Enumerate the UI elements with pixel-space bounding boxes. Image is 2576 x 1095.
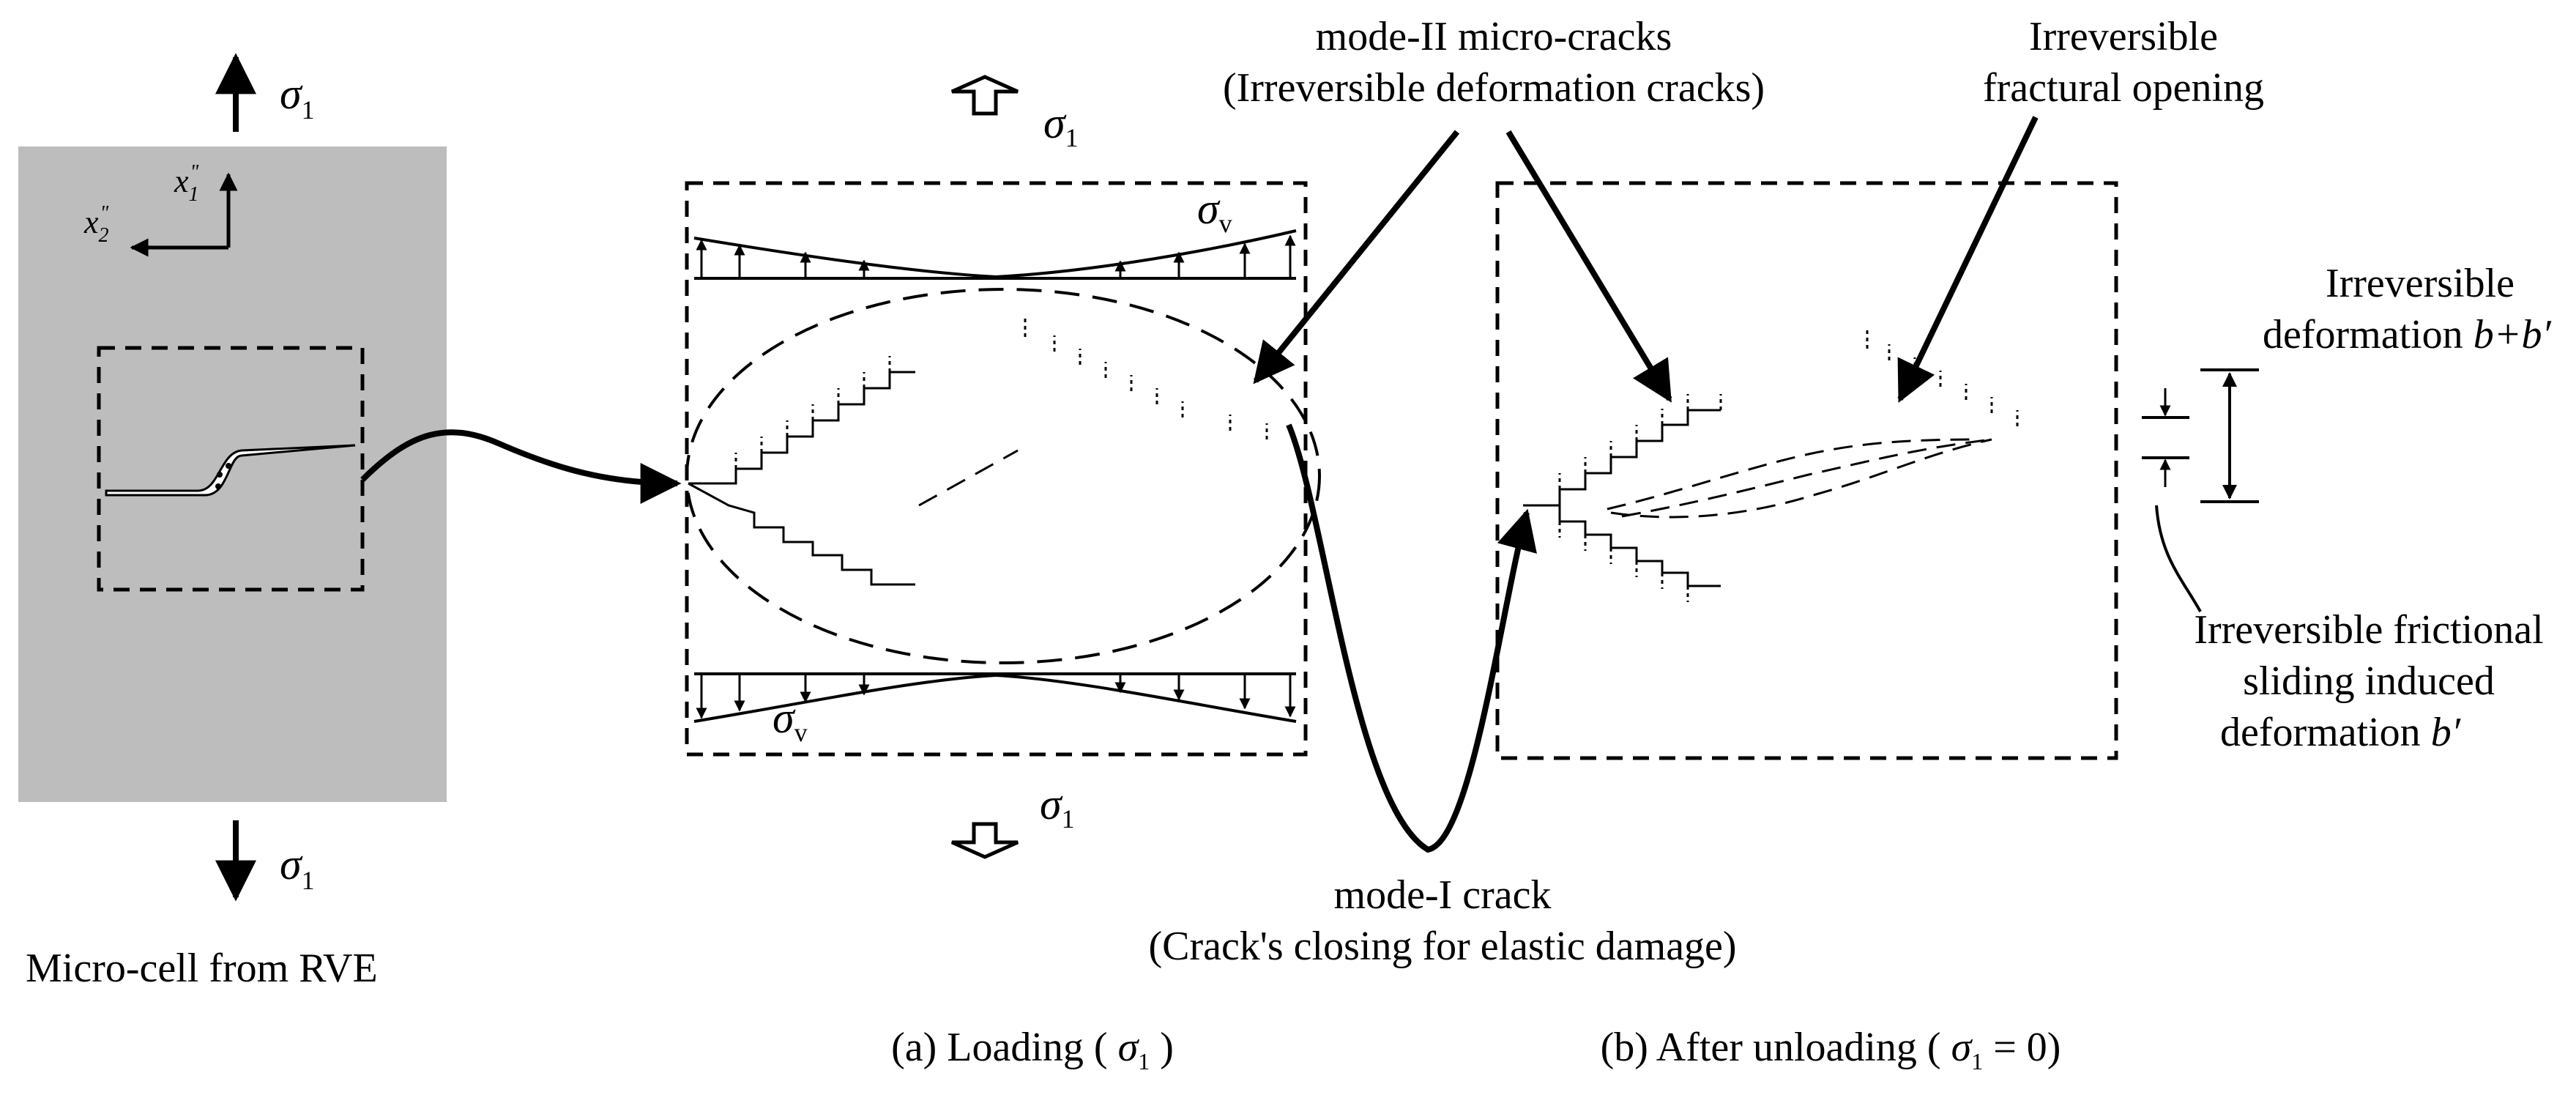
top-sigma-symbol: σ bbox=[280, 70, 303, 118]
irr-deformation-line2: deformation bbox=[2263, 312, 2473, 357]
svg-text:σ1: σ1 bbox=[280, 70, 315, 125]
mode1-label-line2: (Crack's closing for elastic damage) bbox=[1148, 924, 1736, 969]
unloaded-stepped-crack bbox=[1523, 327, 2019, 602]
panel-loading: σ1 σ1 σv bbox=[685, 75, 1321, 859]
svg-text:(b) After unloading ( σ1 = 0): (b) After unloading ( σ1 = 0) bbox=[1601, 1025, 2061, 1074]
loading-box bbox=[685, 181, 1308, 757]
mode1-label-line1: mode-I crack bbox=[1334, 872, 1552, 918]
mode2-label-line1: mode-II micro-cracks bbox=[1316, 14, 1672, 59]
friction-label-line1: Irreversible frictional bbox=[2194, 607, 2543, 653]
loading-top-sigma-sub: 1 bbox=[1065, 123, 1079, 152]
axis-x2-sup: " bbox=[100, 202, 109, 225]
svg-text:σv: σv bbox=[1197, 185, 1232, 238]
micro-cell-caption: Micro-cell from RVE bbox=[26, 946, 378, 991]
friction-label-line2: sliding induced bbox=[2243, 658, 2495, 704]
micro-cell-panel: σ1 σ1 x1" x2" Micro-cell from RVE bbox=[18, 53, 682, 991]
loading-top-sigma: σ bbox=[1043, 99, 1067, 147]
bottom-sigma-symbol: σ bbox=[280, 840, 303, 888]
bottom-stress-distribution bbox=[693, 672, 1297, 723]
loading-bottom-sigma-v: σ bbox=[773, 694, 796, 742]
svg-text:(a) Loading ( σ1 ): (a) Loading ( σ1 ) bbox=[891, 1025, 1174, 1074]
opening-label-line2: fractural opening bbox=[1983, 65, 2264, 111]
axis-x2-label: x bbox=[83, 204, 99, 240]
unloaded-box bbox=[1495, 181, 2118, 760]
friction-label-var: b′ bbox=[2431, 710, 2461, 755]
svg-text:deformation b+b′: deformation b+b′ bbox=[2263, 312, 2551, 357]
opening-arrow bbox=[1897, 116, 2039, 404]
svg-text:σv: σv bbox=[773, 694, 808, 747]
loading-stepped-crack bbox=[688, 315, 1268, 586]
loading-top-sigma-v: σ bbox=[1197, 185, 1221, 233]
caption-a-sigma: σ bbox=[1118, 1025, 1140, 1070]
micro-cell-window bbox=[97, 346, 365, 592]
loading-bottom-sigma-sub: 1 bbox=[1062, 804, 1075, 834]
zoom-connector-arrow bbox=[360, 429, 682, 504]
mode2-arrow-to-loading bbox=[1253, 130, 1460, 385]
loading-bottom-sigma-v-sub: v bbox=[794, 718, 808, 747]
friction-label-line3: deformation bbox=[2220, 710, 2431, 755]
opening-label-line1: Irreversible bbox=[2029, 14, 2218, 59]
bottom-sigma-sub: 1 bbox=[302, 866, 315, 895]
axis-x1-label: x bbox=[174, 163, 189, 199]
loading-bottom-sigma: σ bbox=[1040, 780, 1063, 828]
top-sigma-sub: 1 bbox=[302, 95, 315, 125]
caption-a-sub: 1 bbox=[1138, 1048, 1150, 1074]
svg-text:σ1: σ1 bbox=[280, 840, 315, 895]
caption-b-sigma: σ bbox=[1951, 1025, 1973, 1070]
caption-b-prefix: (b) After unloading ( bbox=[1601, 1025, 1951, 1070]
callout-arrows bbox=[1253, 116, 2039, 853]
mode1-crack-ellipse bbox=[685, 288, 1321, 664]
micro-cell-rect bbox=[18, 146, 447, 802]
svg-text:x1": x1" bbox=[174, 161, 199, 206]
loading-bottom-hollow-arrow bbox=[950, 822, 1019, 859]
micro-crack-glyph bbox=[105, 444, 356, 497]
svg-text:x2": x2" bbox=[83, 202, 109, 247]
irr-deformation-var: b+b′ bbox=[2473, 312, 2552, 357]
loading-top-sigma-v-sub: v bbox=[1219, 209, 1232, 238]
svg-text:σ1: σ1 bbox=[1043, 99, 1079, 152]
deformation-dimension bbox=[2142, 368, 2259, 612]
top-stress-distribution bbox=[693, 229, 1297, 280]
caption-b-suffix: = 0) bbox=[1983, 1025, 2061, 1070]
irr-deformation-line1: Irreversible bbox=[2326, 261, 2514, 306]
svg-text:deformation b′: deformation b′ bbox=[2220, 710, 2461, 755]
axis-x1-sub: 1 bbox=[189, 183, 199, 206]
svg-text:σ1: σ1 bbox=[1040, 780, 1075, 834]
mode2-arrow-to-unloaded bbox=[1505, 130, 1672, 403]
panel-unloaded bbox=[1495, 181, 2259, 760]
caption-a-suffix: ) bbox=[1150, 1025, 1174, 1070]
axis-x2-sub: 2 bbox=[99, 224, 109, 247]
caption-b-sub: 1 bbox=[1971, 1048, 1983, 1074]
local-axes: x1" x2" bbox=[83, 161, 238, 257]
caption-a-prefix: (a) Loading ( bbox=[891, 1025, 1117, 1070]
axis-x1-sup: " bbox=[190, 161, 199, 184]
loading-top-hollow-arrow bbox=[950, 75, 1019, 116]
mode2-label-line2: (Irreversible deformation cracks) bbox=[1223, 65, 1765, 111]
mode1-arrow bbox=[1286, 423, 1537, 853]
